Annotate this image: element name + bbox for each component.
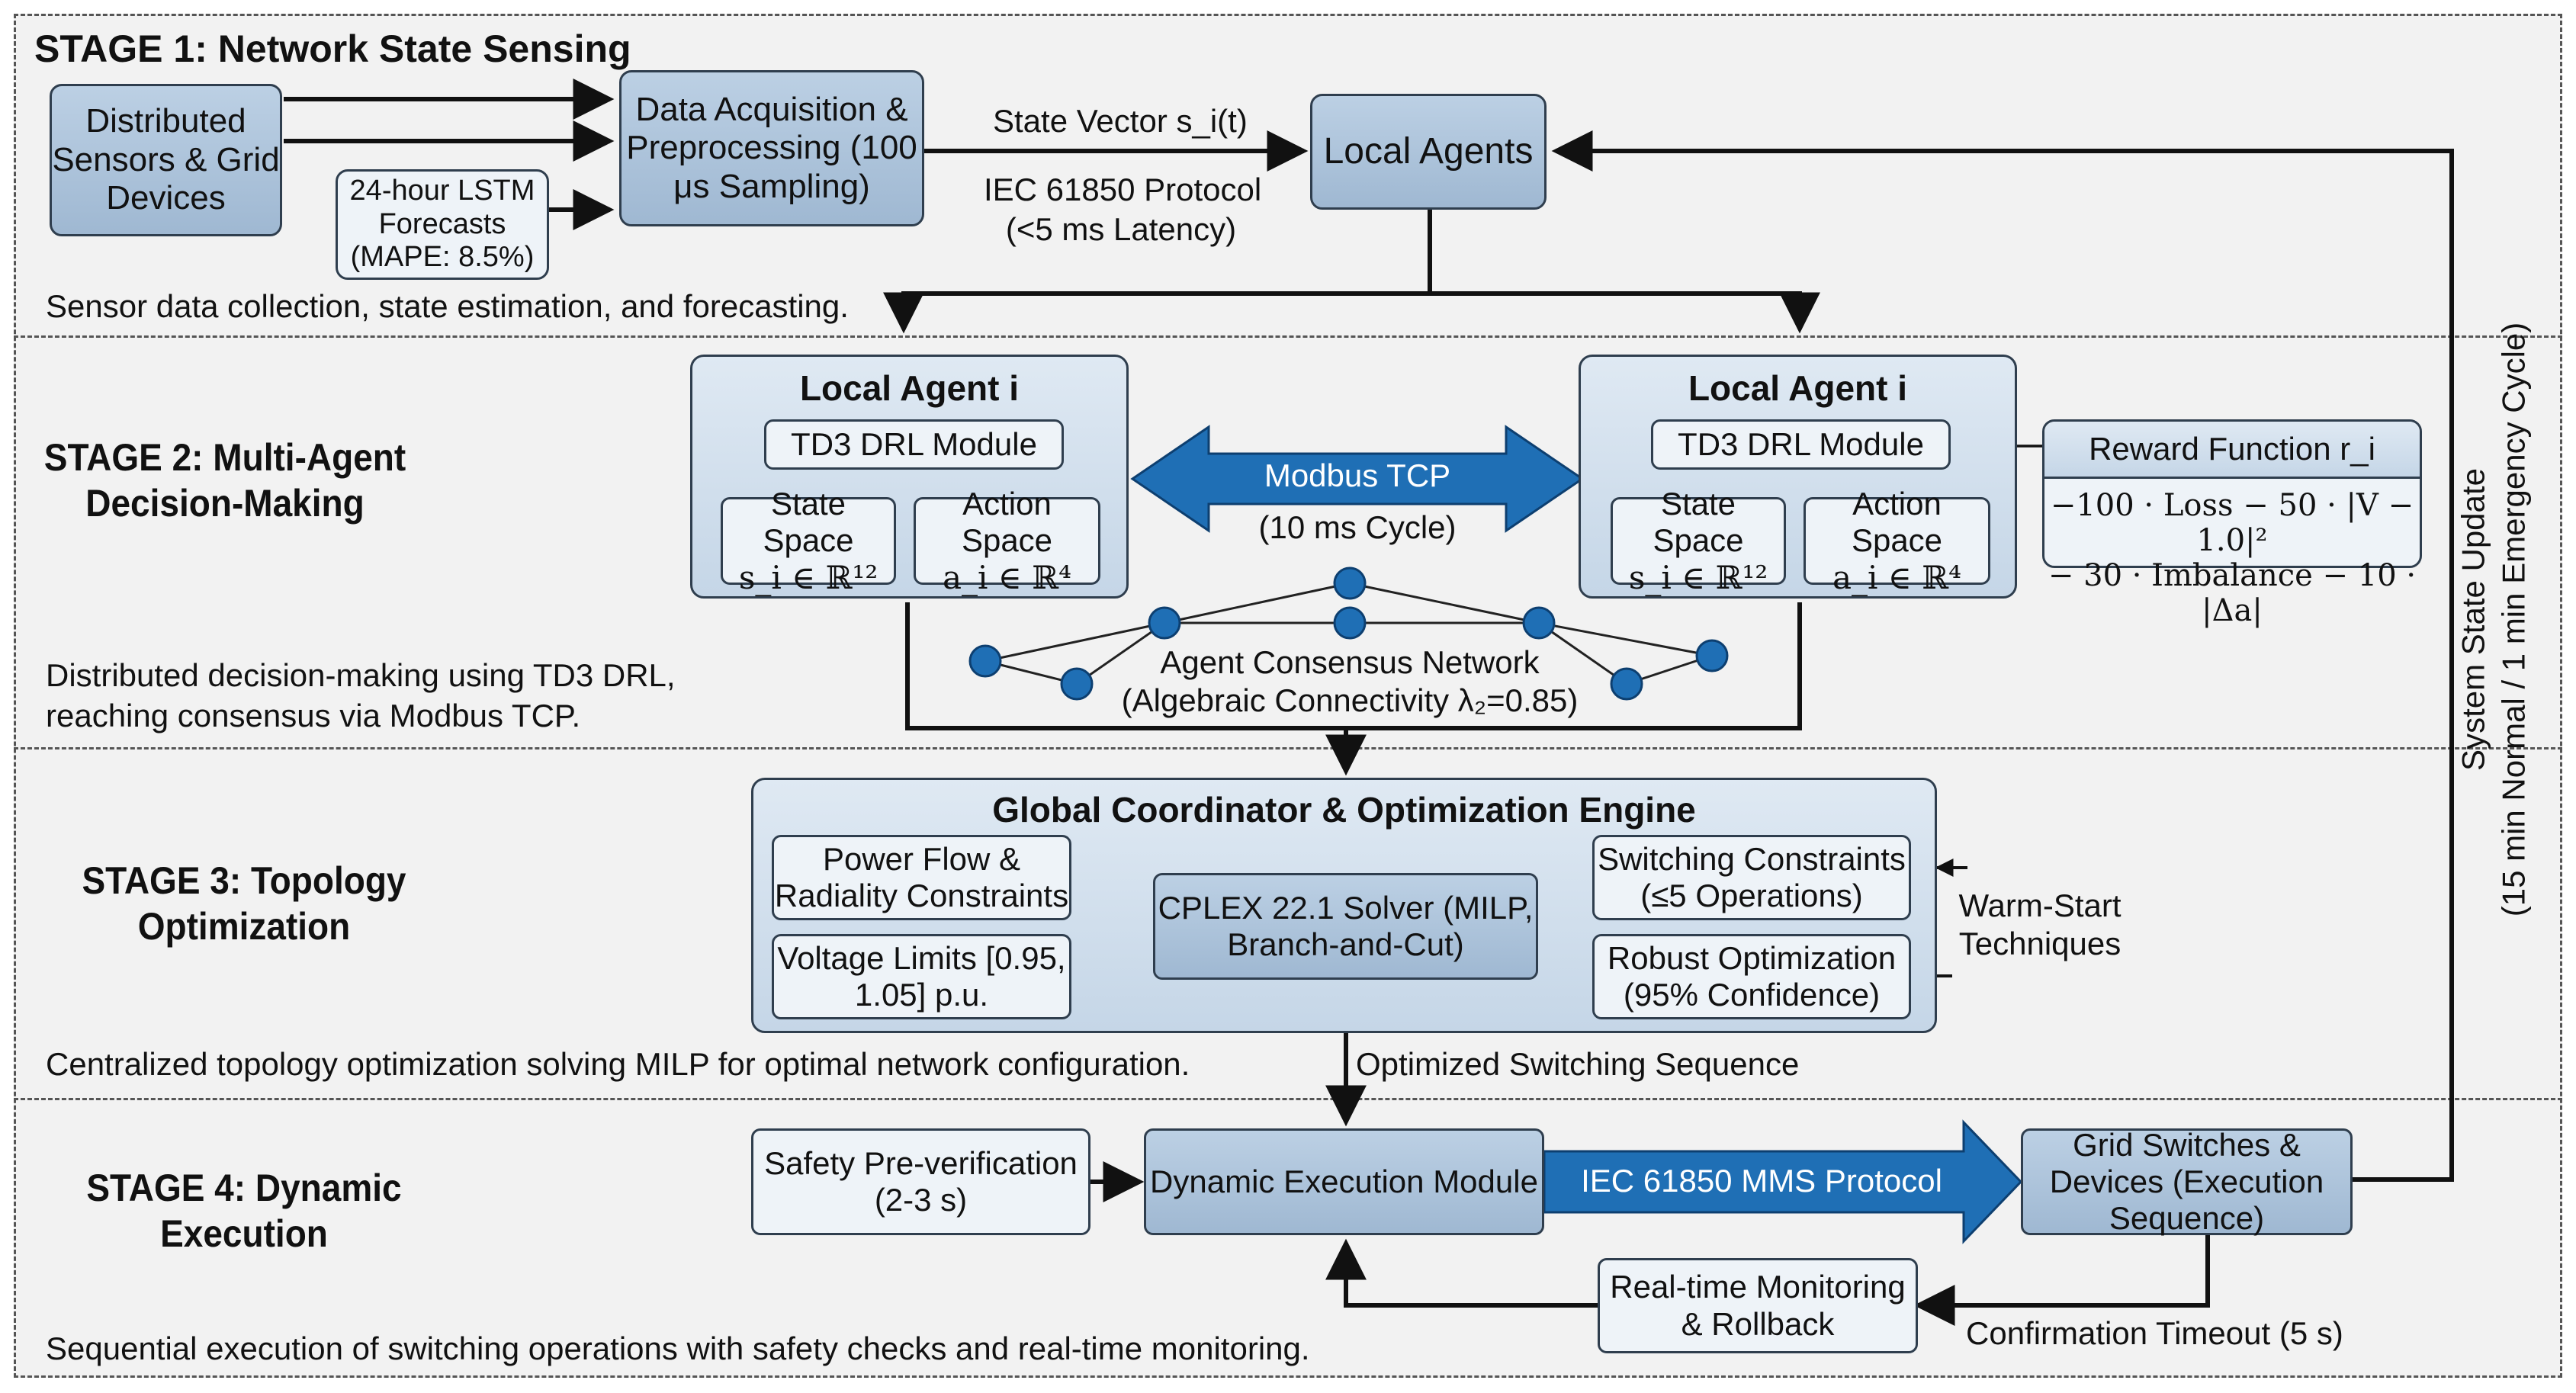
reward-line-1: −100 · Loss − 50 · |V − 1.0|²: [2050, 488, 2414, 558]
agent-title-right: Local Agent i: [1688, 368, 1908, 408]
stage2-title: STAGE 2: Multi-Agent Decision-Making: [43, 436, 406, 525]
arrow-monitor-exec: [1325, 1238, 1598, 1308]
robust-optimization-box: Robust Optimization (95% Confidence): [1592, 934, 1911, 1019]
diagram-border: [14, 14, 2562, 1378]
voltage-limits-box: Voltage Limits [0.95, 1.05] p.u.: [772, 934, 1071, 1019]
reward-function-box: Reward Function r_i −100 · Loss − 50 · |…: [2042, 419, 2422, 628]
stage3-title: STAGE 3: Topology Optimization: [82, 859, 406, 948]
mms-arrow: [1543, 1119, 2023, 1244]
stage4-title: STAGE 4: Dynamic Execution: [86, 1167, 402, 1255]
protocol-label: IEC 61850 Protocol: [984, 172, 1262, 207]
consensus-network-edges: [984, 582, 1713, 685]
line-agents-merge: [905, 602, 1802, 730]
connectivity-label: (Algebraic Connectivity λ₂=0.85): [1121, 682, 1579, 718]
switching-sequence-label: Optimized Switching Sequence: [1356, 1046, 1800, 1082]
agent-title-left: Local Agent i: [799, 368, 1020, 408]
arrow-agents-left: [883, 210, 1432, 334]
dynamic-execution-box: Dynamic Execution Module: [1144, 1128, 1544, 1235]
feedback-label: System State Update (15 min Normal / 1 m…: [2455, 322, 2532, 917]
arrow-feedback: [1551, 130, 2454, 1182]
modbus-label: Modbus TCP: [1264, 457, 1451, 493]
grid-switches-box: Grid Switches & Devices (Execution Seque…: [2021, 1127, 2353, 1236]
stage2-caption-1: Distributed decision-making using TD3 DR…: [46, 657, 676, 693]
stage-divider-1: [14, 335, 2562, 338]
stage-divider-3: [14, 1098, 2562, 1100]
power-flow-box: Power Flow & Radiality Constraints: [772, 835, 1071, 920]
consensus-label: Agent Consensus Network: [1160, 644, 1540, 680]
arrow-agents-right: [1430, 291, 1820, 334]
coordinator-title: Global Coordinator & Optimization Engine: [992, 790, 1696, 830]
stage-divider-2: [14, 747, 2562, 749]
lstm-box: 24-hour LSTM Forecasts (MAPE: 8.5%): [336, 169, 549, 280]
consensus-network-nodes: [968, 567, 1729, 701]
stage1-caption: Sensor data collection, state estimation…: [46, 288, 849, 324]
arrow-grid-monitor: [1913, 1235, 2210, 1326]
cplex-solver-box: CPLEX 22.1 Solver (MILP, Branch-and-Cut): [1153, 873, 1538, 980]
stage4-caption: Sequential execution of switching operat…: [46, 1330, 1310, 1366]
stage2-caption-2: reaching consensus via Modbus TCP.: [46, 698, 581, 733]
switching-constraints-box: Switching Constraints (≤5 Operations): [1592, 835, 1911, 920]
mms-label: IEC 61850 MMS Protocol: [1581, 1163, 1942, 1199]
td3-module-left: TD3 DRL Module: [764, 419, 1064, 470]
stage3-caption: Centralized topology optimization solvin…: [46, 1046, 1190, 1082]
sensors-box: Distributed Sensors & Grid Devices: [50, 84, 282, 236]
warm-start-label: Warm-Start Techniques: [1958, 887, 2122, 962]
stage1-title: STAGE 1: Network State Sensing: [34, 27, 631, 70]
reward-title: Reward Function r_i: [2044, 422, 2420, 479]
latency-label: (<5 ms Latency): [1005, 211, 1237, 247]
cycle-label: (10 ms Cycle): [1258, 509, 1457, 545]
state-vector-label: State Vector s_i(t): [993, 103, 1248, 139]
td3-module-right: TD3 DRL Module: [1651, 419, 1951, 470]
monitoring-rollback-box: Real-time Monitoring & Rollback: [1598, 1258, 1918, 1353]
acquisition-box: Data Acquisition & Preprocessing (100 μs…: [619, 70, 924, 226]
safety-preverification-box: Safety Pre-verification (2-3 s): [751, 1128, 1090, 1235]
timeout-label: Confirmation Timeout (5 s): [1966, 1315, 2343, 1351]
local-agents-box: Local Agents: [1310, 94, 1547, 210]
reward-line-2: − 30 · Imbalance − 10 · |Δa|: [2048, 558, 2417, 628]
